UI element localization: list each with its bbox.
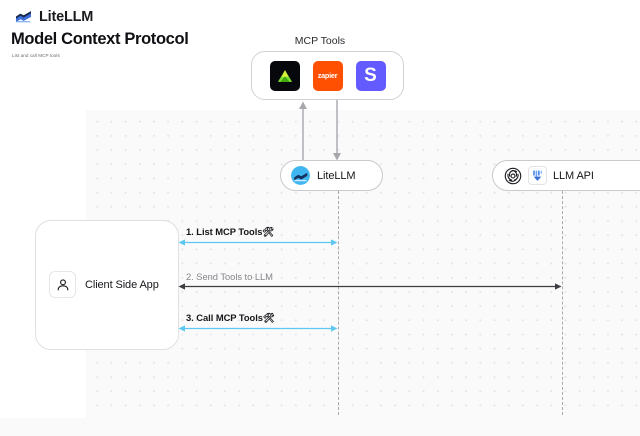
canvas-bottom-mask: [0, 418, 640, 436]
message-2-text: 2. Send Tools to LLM: [186, 271, 273, 282]
message-3-label: 3. Call MCP Tools🛠: [186, 312, 275, 324]
page-subtitle: List and call MCP tools: [12, 53, 60, 58]
anthropic-vertex-icon: [528, 166, 547, 185]
mcp-tool-zapier[interactable]: zapier: [312, 60, 343, 91]
brand-name: LiteLLM: [39, 8, 94, 25]
message-2: 2. Send Tools to LLM: [178, 269, 562, 291]
litellm-logo-icon: [15, 11, 32, 23]
zapier-wordmark-icon: zapier: [317, 71, 338, 80]
node-llm-api[interactable]: LLM API: [492, 160, 640, 191]
message-1-text: 1. List MCP Tools: [186, 226, 263, 237]
message-3-arrow: [178, 325, 338, 332]
message-2-label: 2. Send Tools to LLM: [186, 271, 273, 282]
node-client-side-app[interactable]: Client Side App: [35, 220, 179, 350]
client-side-app-label: Client Side App: [85, 278, 159, 291]
node-litellm-label: LiteLLM: [317, 169, 356, 182]
message-1-label: 1. List MCP Tools🛠: [186, 226, 274, 238]
mcp-tools-group: zapier S: [251, 51, 404, 100]
openai-logo-icon: [503, 166, 522, 185]
lifeline-litellm: [338, 191, 339, 415]
tools-icon: 🛠: [262, 226, 275, 237]
message-3: 3. Call MCP Tools🛠: [178, 311, 338, 333]
node-litellm[interactable]: LiteLLM: [280, 160, 383, 191]
brand: LiteLLM: [14, 7, 93, 26]
user-icon: [49, 271, 76, 298]
connector-litellm-to-tools: [299, 101, 307, 162]
mcp-tool-bright-data[interactable]: [269, 60, 300, 91]
green-triangle-icon: [277, 69, 292, 82]
page-title: Model Context Protocol: [11, 30, 189, 48]
message-1: 1. List MCP Tools🛠: [178, 225, 338, 247]
node-llm-api-label: LLM API: [553, 169, 594, 182]
litellm-avatar-icon: [291, 166, 310, 185]
tools-icon: 🛠: [262, 312, 275, 323]
lifeline-llm-api: [562, 191, 563, 415]
mcp-tool-stripe[interactable]: S: [355, 60, 386, 91]
message-2-arrow: [178, 283, 562, 290]
client-side-app-content: Client Side App: [49, 271, 159, 298]
mcp-tools-title: MCP Tools: [294, 35, 346, 47]
stripe-s-icon: S: [364, 64, 377, 86]
message-1-arrow: [178, 239, 338, 246]
connector-tools-to-litellm: [333, 100, 341, 161]
message-3-text: 3. Call MCP Tools: [186, 312, 263, 323]
